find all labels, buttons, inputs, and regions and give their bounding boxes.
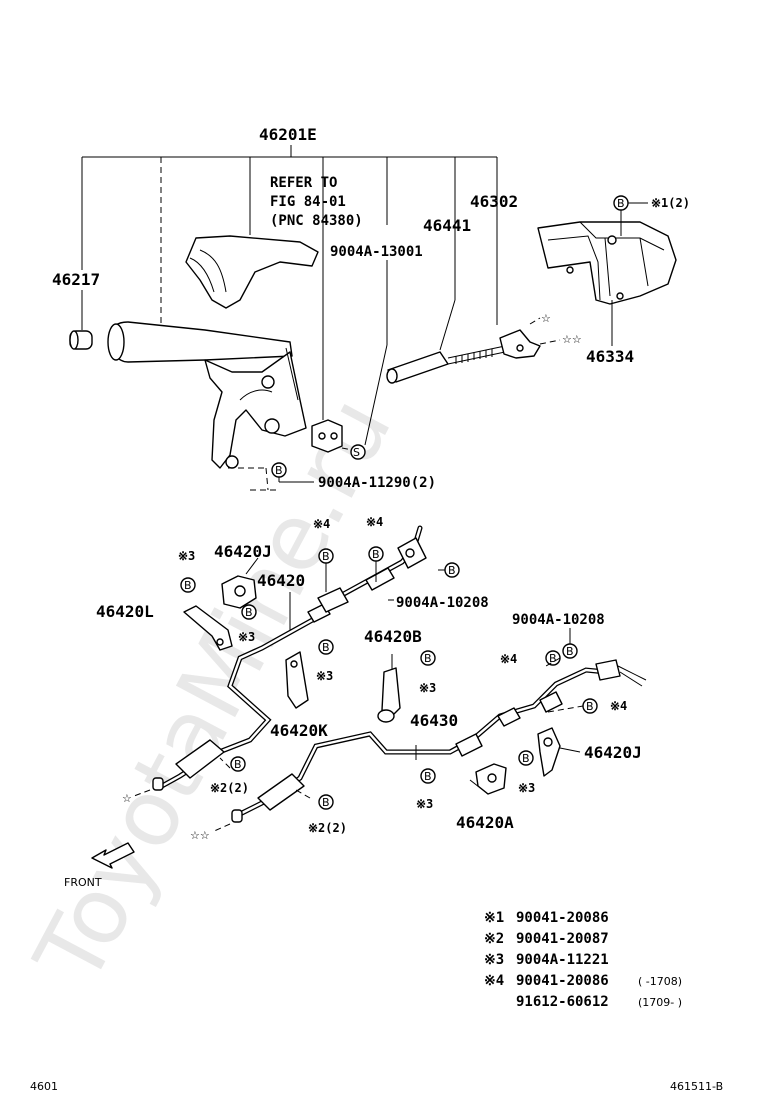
label-note2a: ※2(2) — [210, 781, 249, 795]
svg-text:B: B — [424, 652, 432, 665]
cover-46334 — [537, 210, 677, 346]
legend-code-5: 91612-60612 — [516, 994, 609, 1010]
label-note4a: ※4 — [313, 517, 330, 531]
label-9004A-11290: 9004A-11290(2) — [318, 475, 436, 491]
rear-cable-46430 — [211, 659, 647, 833]
footer-left: 4601 — [30, 1080, 58, 1093]
adjust-rod: ☆ ☆☆ — [386, 312, 582, 384]
legend-code-1: 90041-20086 — [516, 910, 609, 926]
label-note3e: ※3 — [518, 781, 535, 795]
label-note1: ※1(2) — [651, 196, 690, 210]
legend-mark-1: ※1 — [484, 910, 504, 926]
svg-text:B: B — [617, 197, 625, 210]
label-46334: 46334 — [586, 347, 634, 366]
bolt-bottom-group: B — [228, 462, 314, 491]
star-left: ☆ — [122, 792, 132, 805]
svg-text:B: B — [275, 464, 283, 477]
label-46302: 46302 — [470, 192, 518, 211]
label-46420B: 46420B — [364, 627, 422, 646]
label-46420K: 46420K — [270, 721, 328, 740]
label-refer-1: REFER TO — [270, 175, 337, 191]
legend-mark-2: ※2 — [484, 931, 504, 947]
bracket-part — [311, 419, 353, 453]
svg-text:B: B — [549, 652, 557, 665]
label-46420L: 46420L — [96, 602, 154, 621]
legend-range-5: (1709- ) — [638, 996, 682, 1009]
clip-46420A — [475, 763, 507, 795]
label-9004A-13001: 9004A-13001 — [330, 244, 423, 260]
legend-mark-4: ※4 — [484, 973, 504, 989]
knob-46217 — [69, 330, 93, 350]
legend-code-3: 9004A-11221 — [516, 952, 609, 968]
svg-text:S: S — [353, 446, 360, 459]
legend-code-2: 90041-20087 — [516, 931, 609, 947]
svg-text:B: B — [522, 752, 530, 765]
svg-text:☆☆: ☆☆ — [562, 333, 582, 346]
label-note3a: ※3 — [178, 549, 195, 563]
label-46420: 46420 — [257, 571, 305, 590]
bolt-b-symbol: B — [613, 195, 648, 211]
label-note4c: ※4 — [500, 652, 517, 666]
label-46441: 46441 — [423, 216, 471, 235]
legend-mark-3: ※3 — [484, 952, 504, 968]
clip-46420J-right — [537, 727, 561, 777]
parking-brake-lever — [107, 235, 319, 469]
legend: ※1 90041-20086 ※2 90041-20087 ※3 9004A-1… — [484, 910, 682, 1010]
label-note3f: ※3 — [416, 797, 433, 811]
svg-text:B: B — [372, 548, 380, 561]
label-front: FRONT — [64, 876, 102, 889]
svg-text:B: B — [586, 700, 594, 713]
assembly-bracket-tree — [81, 145, 498, 446]
front-arrow-icon — [91, 842, 135, 869]
label-note3c: ※3 — [316, 669, 333, 683]
leaders-lower — [219, 557, 584, 799]
label-46201E: 46201E — [259, 125, 317, 144]
label-46217: 46217 — [52, 270, 100, 289]
label-note3b: ※3 — [238, 630, 255, 644]
svg-text:B: B — [424, 770, 432, 783]
svg-text:B: B — [245, 606, 253, 619]
footer-right: 461511-B — [670, 1080, 723, 1093]
svg-text:B: B — [184, 579, 192, 592]
clip-46420L — [183, 605, 233, 651]
label-46420J-left: 46420J — [214, 542, 272, 561]
watermark-text: ToyotaMine.ru — [14, 380, 412, 1001]
stars-rear: ☆☆ — [190, 829, 210, 842]
label-refer-2: FIG 84-01 — [270, 194, 346, 210]
svg-text:B: B — [448, 564, 456, 577]
label-46430: 46430 — [410, 711, 458, 730]
svg-text:B: B — [322, 796, 330, 809]
label-refer-3: (PNC 84380) — [270, 213, 363, 229]
legend-code-4: 90041-20086 — [516, 973, 609, 989]
label-9004A-10208-left: 9004A-10208 — [396, 595, 489, 611]
label-note2b: ※2(2) — [308, 821, 347, 835]
clip-46420B — [377, 654, 401, 723]
label-46420A: 46420A — [456, 813, 514, 832]
svg-text:B: B — [322, 550, 330, 563]
clip-46420K — [285, 651, 309, 709]
bolt-s-symbol: S — [350, 444, 366, 460]
svg-text:☆: ☆ — [541, 312, 551, 325]
svg-text:B: B — [566, 645, 574, 658]
label-46420J-right: 46420J — [584, 743, 642, 762]
label-note4b: ※4 — [366, 515, 383, 529]
svg-text:B: B — [234, 758, 242, 771]
clip-46420J-left — [221, 575, 257, 609]
label-note4d: ※4 — [610, 699, 627, 713]
front-cable-46420 — [133, 525, 427, 797]
svg-text:B: B — [322, 641, 330, 654]
legend-range-4: ( -1708) — [638, 975, 682, 988]
label-note3d: ※3 — [419, 681, 436, 695]
label-9004A-10208-right: 9004A-10208 — [512, 612, 605, 628]
